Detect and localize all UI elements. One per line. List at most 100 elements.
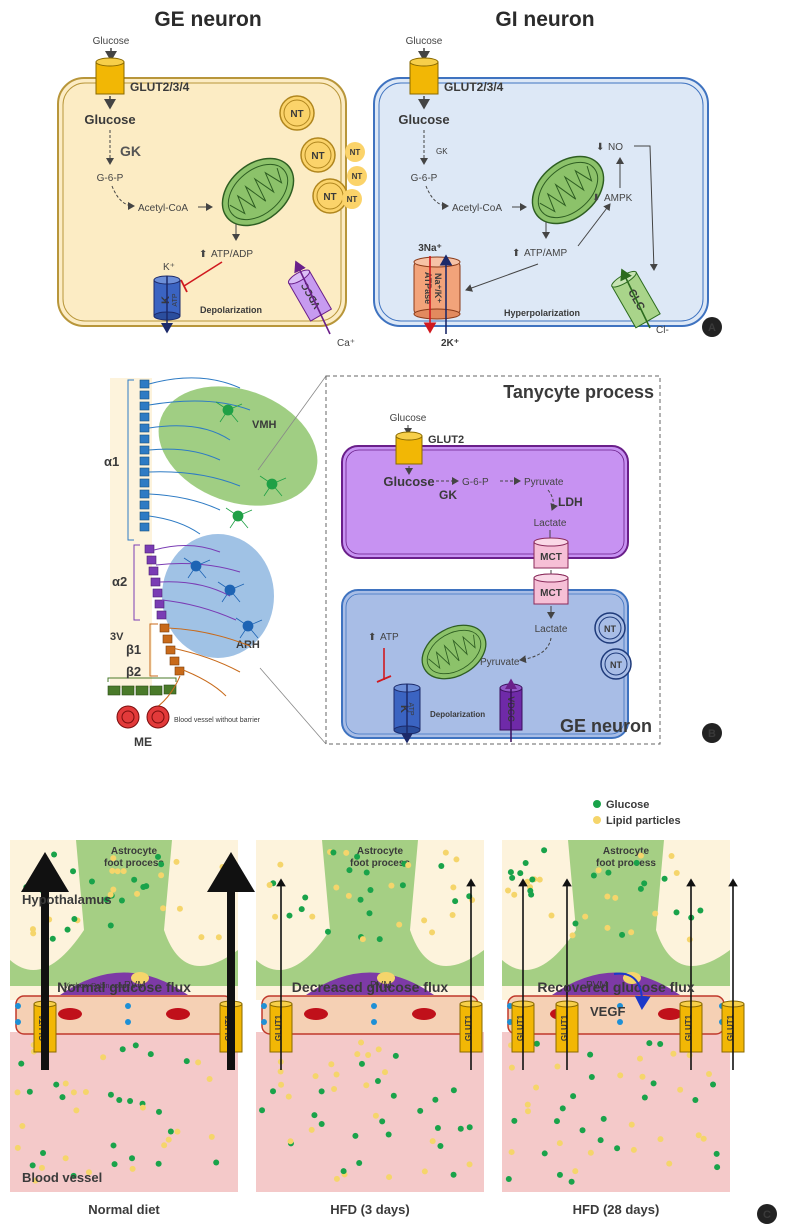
glucose-particle bbox=[376, 936, 383, 943]
lipid-particle bbox=[525, 1108, 532, 1115]
glucose-particle bbox=[509, 874, 516, 881]
me-label: ME bbox=[134, 735, 152, 749]
glucose-particle bbox=[302, 894, 309, 901]
tb-glut2-transporter bbox=[395, 431, 423, 465]
lipid-particle bbox=[508, 1149, 515, 1156]
ge-katp-k: K bbox=[160, 296, 172, 304]
glucose-particle bbox=[118, 897, 125, 904]
lipid-particle bbox=[381, 1069, 388, 1076]
lipid-particle bbox=[85, 1169, 92, 1176]
ge-atp-label: ATP/ADP bbox=[211, 249, 253, 260]
lipid-particle bbox=[278, 1081, 285, 1088]
glucose-particle bbox=[367, 886, 374, 893]
gi-acetyl-label: Acetyl-CoA bbox=[452, 203, 502, 214]
glut1-label: GLUT1 bbox=[684, 1014, 693, 1041]
legend-glucose-dot bbox=[593, 800, 601, 808]
glucose-particle bbox=[354, 853, 361, 860]
lipid-particle bbox=[375, 1046, 382, 1053]
tanycyte-alpha1-cells bbox=[139, 379, 150, 532]
glucose-particle bbox=[357, 896, 364, 903]
ge-ca-label: Ca⁺ bbox=[337, 338, 355, 349]
gi-glut-label: GLUT2/3/4 bbox=[444, 80, 504, 94]
glucose-particle bbox=[600, 1115, 607, 1122]
glucose-particle bbox=[155, 1160, 162, 1167]
glucose-particle bbox=[111, 1161, 118, 1168]
pvm-cell bbox=[60, 972, 188, 995]
ge-nt-released: NT bbox=[342, 189, 362, 209]
glucose-particle bbox=[650, 1080, 657, 1087]
lipid-particle bbox=[700, 1135, 707, 1142]
pvm-label: PVM bbox=[370, 980, 392, 991]
vmh-region bbox=[158, 386, 318, 506]
astrocyte-label-line1: Astrocyte bbox=[603, 846, 650, 857]
ge-katp-sub: ATP bbox=[172, 293, 179, 306]
ge-atp-up-icon: ⬆ bbox=[199, 249, 207, 260]
gi-no-label: NO bbox=[608, 142, 623, 153]
svg-text:NT: NT bbox=[290, 109, 303, 120]
legend-lipid-dot bbox=[593, 816, 601, 824]
beta1-label: β1 bbox=[126, 642, 141, 657]
lipid-particle bbox=[670, 1050, 677, 1057]
gi-cl-label: Cl- bbox=[656, 325, 669, 336]
glucose-particle bbox=[587, 1051, 594, 1058]
ge-nt-vesicle: NT bbox=[312, 178, 348, 214]
lipid-particle bbox=[333, 884, 340, 891]
gi-ampk-down-icon: ⬇ bbox=[592, 193, 600, 204]
glucose-particle bbox=[311, 1112, 318, 1119]
lipid-particle bbox=[466, 1161, 473, 1168]
ge-atp-inhibit-bar bbox=[180, 279, 188, 293]
arh-neurons bbox=[183, 557, 263, 639]
lipid-particle bbox=[449, 911, 456, 918]
gi-na-label: 3Na⁺ bbox=[418, 243, 442, 254]
glucose-particle bbox=[434, 1124, 441, 1131]
lipid-particle bbox=[652, 910, 659, 917]
glucose-particle bbox=[270, 1088, 277, 1095]
lipid-particle bbox=[505, 887, 512, 894]
lipid-particle bbox=[109, 867, 116, 874]
gi-atp-to-ampk-arrow bbox=[577, 203, 611, 247]
glucose-particle bbox=[641, 880, 648, 887]
tb-lactate2-label: Lactate bbox=[535, 624, 568, 635]
lipid-particle bbox=[160, 905, 167, 912]
glucose-particle bbox=[450, 1087, 457, 1094]
svg-text:NT: NT bbox=[604, 624, 616, 634]
glucose-particle bbox=[40, 1150, 47, 1157]
tanycyte-inner-membrane bbox=[345, 449, 625, 555]
lipid-particle bbox=[587, 1149, 594, 1156]
ge-g6p-arrow bbox=[111, 185, 135, 210]
lipid-particle bbox=[161, 1142, 168, 1149]
vessel-label: Blood vessel without barrier bbox=[174, 717, 261, 724]
glucose-particle bbox=[127, 1098, 134, 1105]
ge-title: GE neuron bbox=[154, 8, 261, 31]
endothelial-nucleus bbox=[412, 1008, 436, 1020]
glucose-particle bbox=[70, 868, 77, 875]
glucose-particle bbox=[103, 896, 110, 903]
pvm-nucleus bbox=[377, 972, 395, 984]
gi-atp-label: ATP/AMP bbox=[524, 248, 567, 259]
pvm-label: PVM bbox=[124, 980, 146, 991]
tb-mct-overlay-cap bbox=[533, 573, 569, 583]
glucose-particle bbox=[619, 931, 626, 938]
glucose-particle bbox=[529, 876, 536, 883]
glucose-particle bbox=[110, 1142, 117, 1149]
tight-junction bbox=[261, 1003, 267, 1009]
glucose-particle bbox=[259, 1107, 266, 1114]
glut1-label: GLUT1 bbox=[560, 1014, 569, 1041]
glucose-particle bbox=[597, 1137, 604, 1144]
vessel-lumen bbox=[502, 1032, 730, 1192]
tb-mct-transporter-top: MCT bbox=[533, 537, 569, 569]
lipid-particle bbox=[686, 936, 693, 943]
lipid-particle bbox=[554, 1063, 561, 1070]
glucose-particle bbox=[26, 1088, 33, 1095]
endothelial-layer bbox=[261, 995, 479, 1035]
lipid-particle bbox=[173, 858, 180, 865]
glucose-particle bbox=[553, 1118, 560, 1125]
tb-lactate-pyruvate-arrow bbox=[519, 637, 552, 664]
blood-vessel-label: Blood vessel bbox=[22, 1170, 102, 1185]
lipid-particle bbox=[110, 855, 117, 862]
tb-depolarization: Depolarization bbox=[430, 710, 485, 719]
glucose-particle bbox=[527, 887, 534, 894]
lipid-particle bbox=[524, 1101, 531, 1108]
